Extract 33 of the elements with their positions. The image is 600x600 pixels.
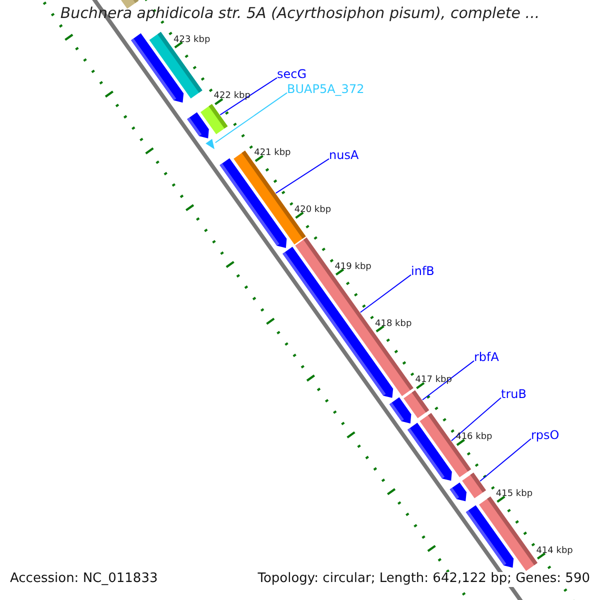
gene-label: infB (411, 265, 434, 279)
scale-label: 418 kbp (375, 318, 412, 329)
scale-label: 421 kbp (254, 148, 291, 158)
scale-label: 416 kbp (456, 432, 492, 442)
scale-label: 422 kbp (214, 91, 250, 102)
leader-line (422, 360, 474, 400)
gene-block (220, 158, 287, 248)
gene-label: secG (277, 68, 307, 82)
leader-line (451, 397, 502, 442)
gene-marker (206, 138, 214, 150)
gene-bar (200, 104, 228, 134)
footer-text: Accession: NC_011833 (8, 572, 160, 587)
gene-block (408, 422, 452, 481)
gene-block (389, 397, 412, 424)
leader-line (220, 77, 278, 116)
gene-label: rbfA (474, 351, 499, 365)
scale-label: 423 kbp (174, 34, 210, 45)
gene-label: nusA (329, 149, 359, 163)
scale-label: 415 kbp (496, 488, 533, 500)
gene-label: rpsO (531, 429, 560, 443)
gene-block (282, 246, 394, 398)
leader-line (480, 438, 532, 482)
leader-line (275, 158, 330, 194)
footer-text: Topology: circular; Length: 642,122 bp; Genes: 590 (256, 572, 592, 587)
leader-line (360, 274, 412, 313)
scale-label: 420 kbp (294, 204, 332, 216)
gene-block (466, 505, 514, 568)
gene-label: truB (501, 388, 526, 402)
gene-label: BUAP5A_372 (287, 83, 364, 97)
scale-label: 419 kbp (334, 262, 372, 272)
leader-line (214, 92, 288, 144)
scale-label: 414 kbp (536, 546, 573, 556)
gene-block (450, 482, 466, 502)
